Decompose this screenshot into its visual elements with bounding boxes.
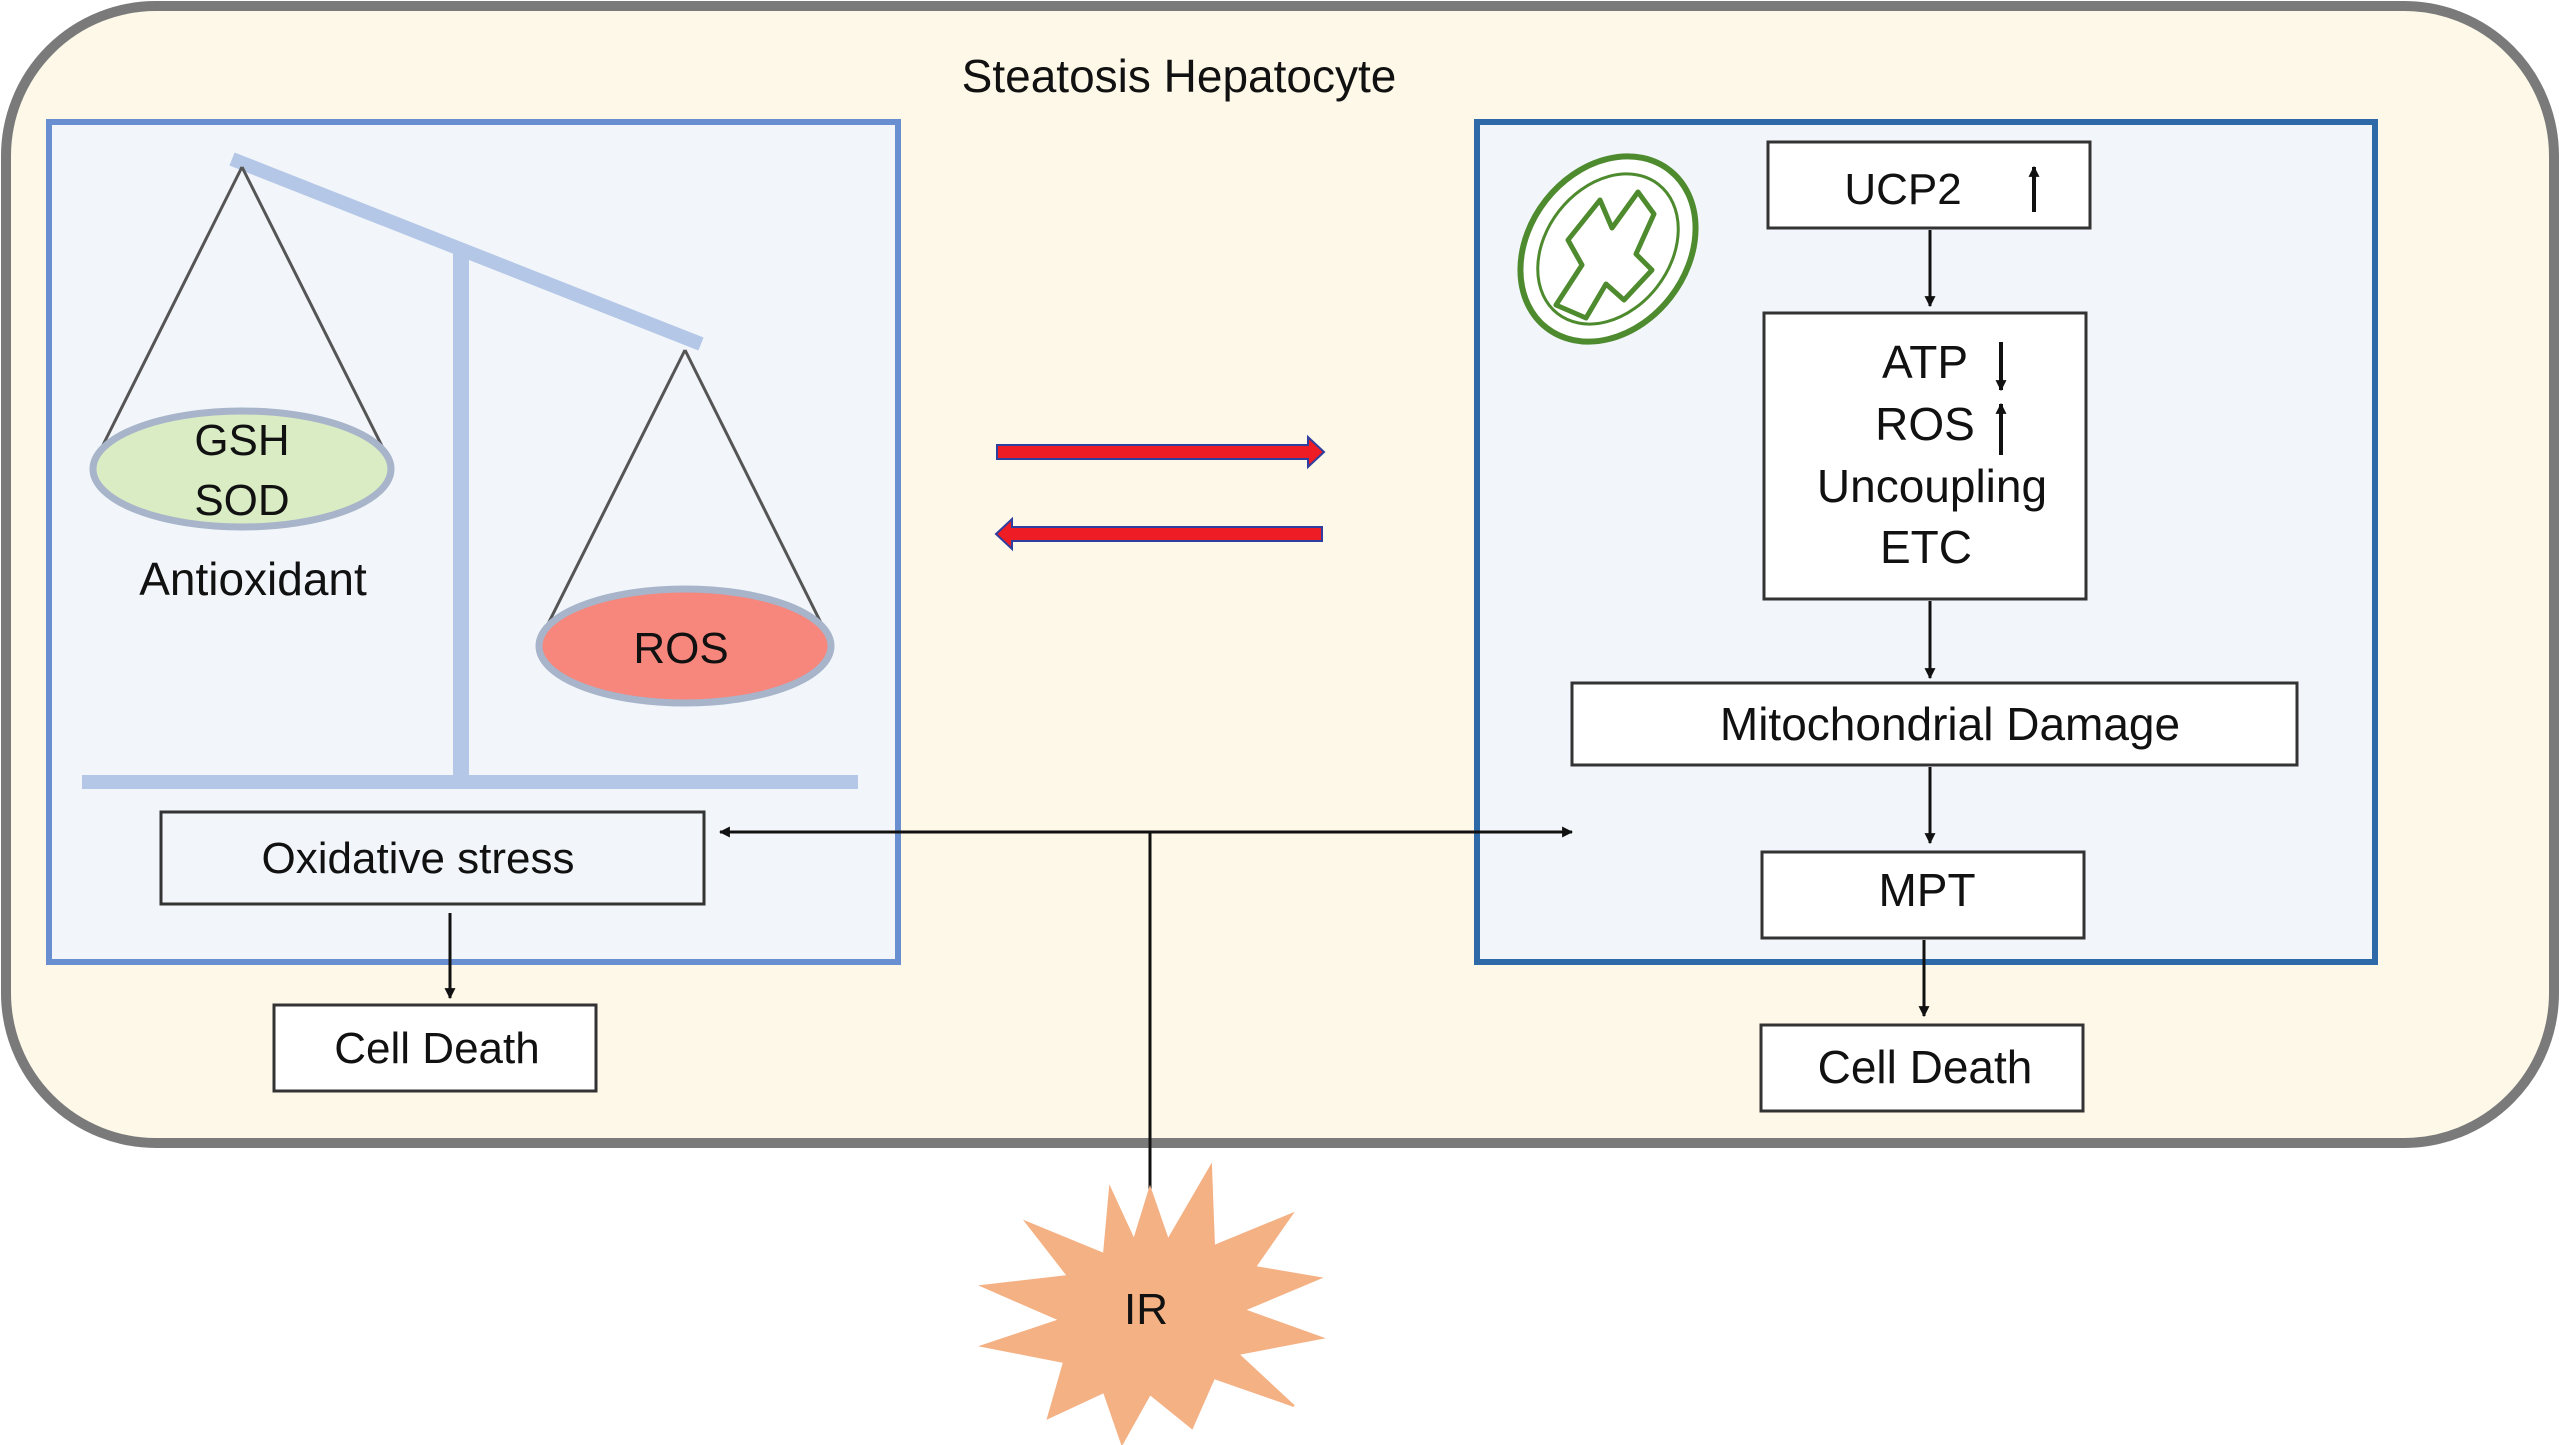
gsh-label: GSH [194, 416, 289, 465]
equilibrium-arrows [994, 434, 1326, 552]
left-cell-death-box [272, 1003, 598, 1093]
etc-label: ETC [1880, 521, 1972, 573]
ros-effect-label: ROS [1875, 398, 1975, 450]
reverse-arrow [994, 516, 1323, 552]
scale-beam [229, 152, 704, 351]
atp-label: ATP [1882, 336, 1968, 388]
mitochondrion-icon [1517, 153, 1699, 345]
ir-burst-icon [978, 1162, 1326, 1445]
oxidative-stress-box [159, 810, 706, 906]
left-pan-string [96, 166, 244, 456]
right-cell-death-box [1759, 1023, 2085, 1113]
ros-pan-label: ROS [633, 624, 728, 673]
ucp2-box [1766, 140, 2092, 230]
antioxidant-pan [89, 407, 395, 531]
right-pan-string [538, 349, 687, 641]
scale-base [82, 775, 858, 789]
right-pan-string [683, 349, 834, 646]
antioxidant-label: Antioxidant [139, 553, 367, 605]
mitochondrial-damage-label: Mitochondrial Damage [1720, 698, 2180, 750]
left-cell-death-label: Cell Death [334, 1024, 539, 1073]
left-pan-string [240, 166, 392, 463]
right-cell-death-label: Cell Death [1818, 1041, 2033, 1093]
ir-label: IR [1124, 1285, 1168, 1334]
uncoupling-label: Uncoupling [1817, 460, 2047, 512]
oxidative-stress-label: Oxidative stress [262, 834, 575, 883]
scale-pillar [453, 247, 469, 775]
effects-box [1762, 311, 2088, 601]
cell-title: Steatosis Hepatocyte [962, 50, 1397, 102]
forward-arrow [996, 434, 1326, 470]
mpt-box [1760, 850, 2086, 940]
ros-pan [535, 585, 835, 707]
ucp2-label: UCP2 [1844, 165, 1961, 214]
sod-label: SOD [194, 476, 289, 525]
mpt-label: MPT [1878, 864, 1975, 916]
mitochondrial-damage-box [1570, 681, 2299, 767]
balance-scale-icon [82, 152, 858, 789]
